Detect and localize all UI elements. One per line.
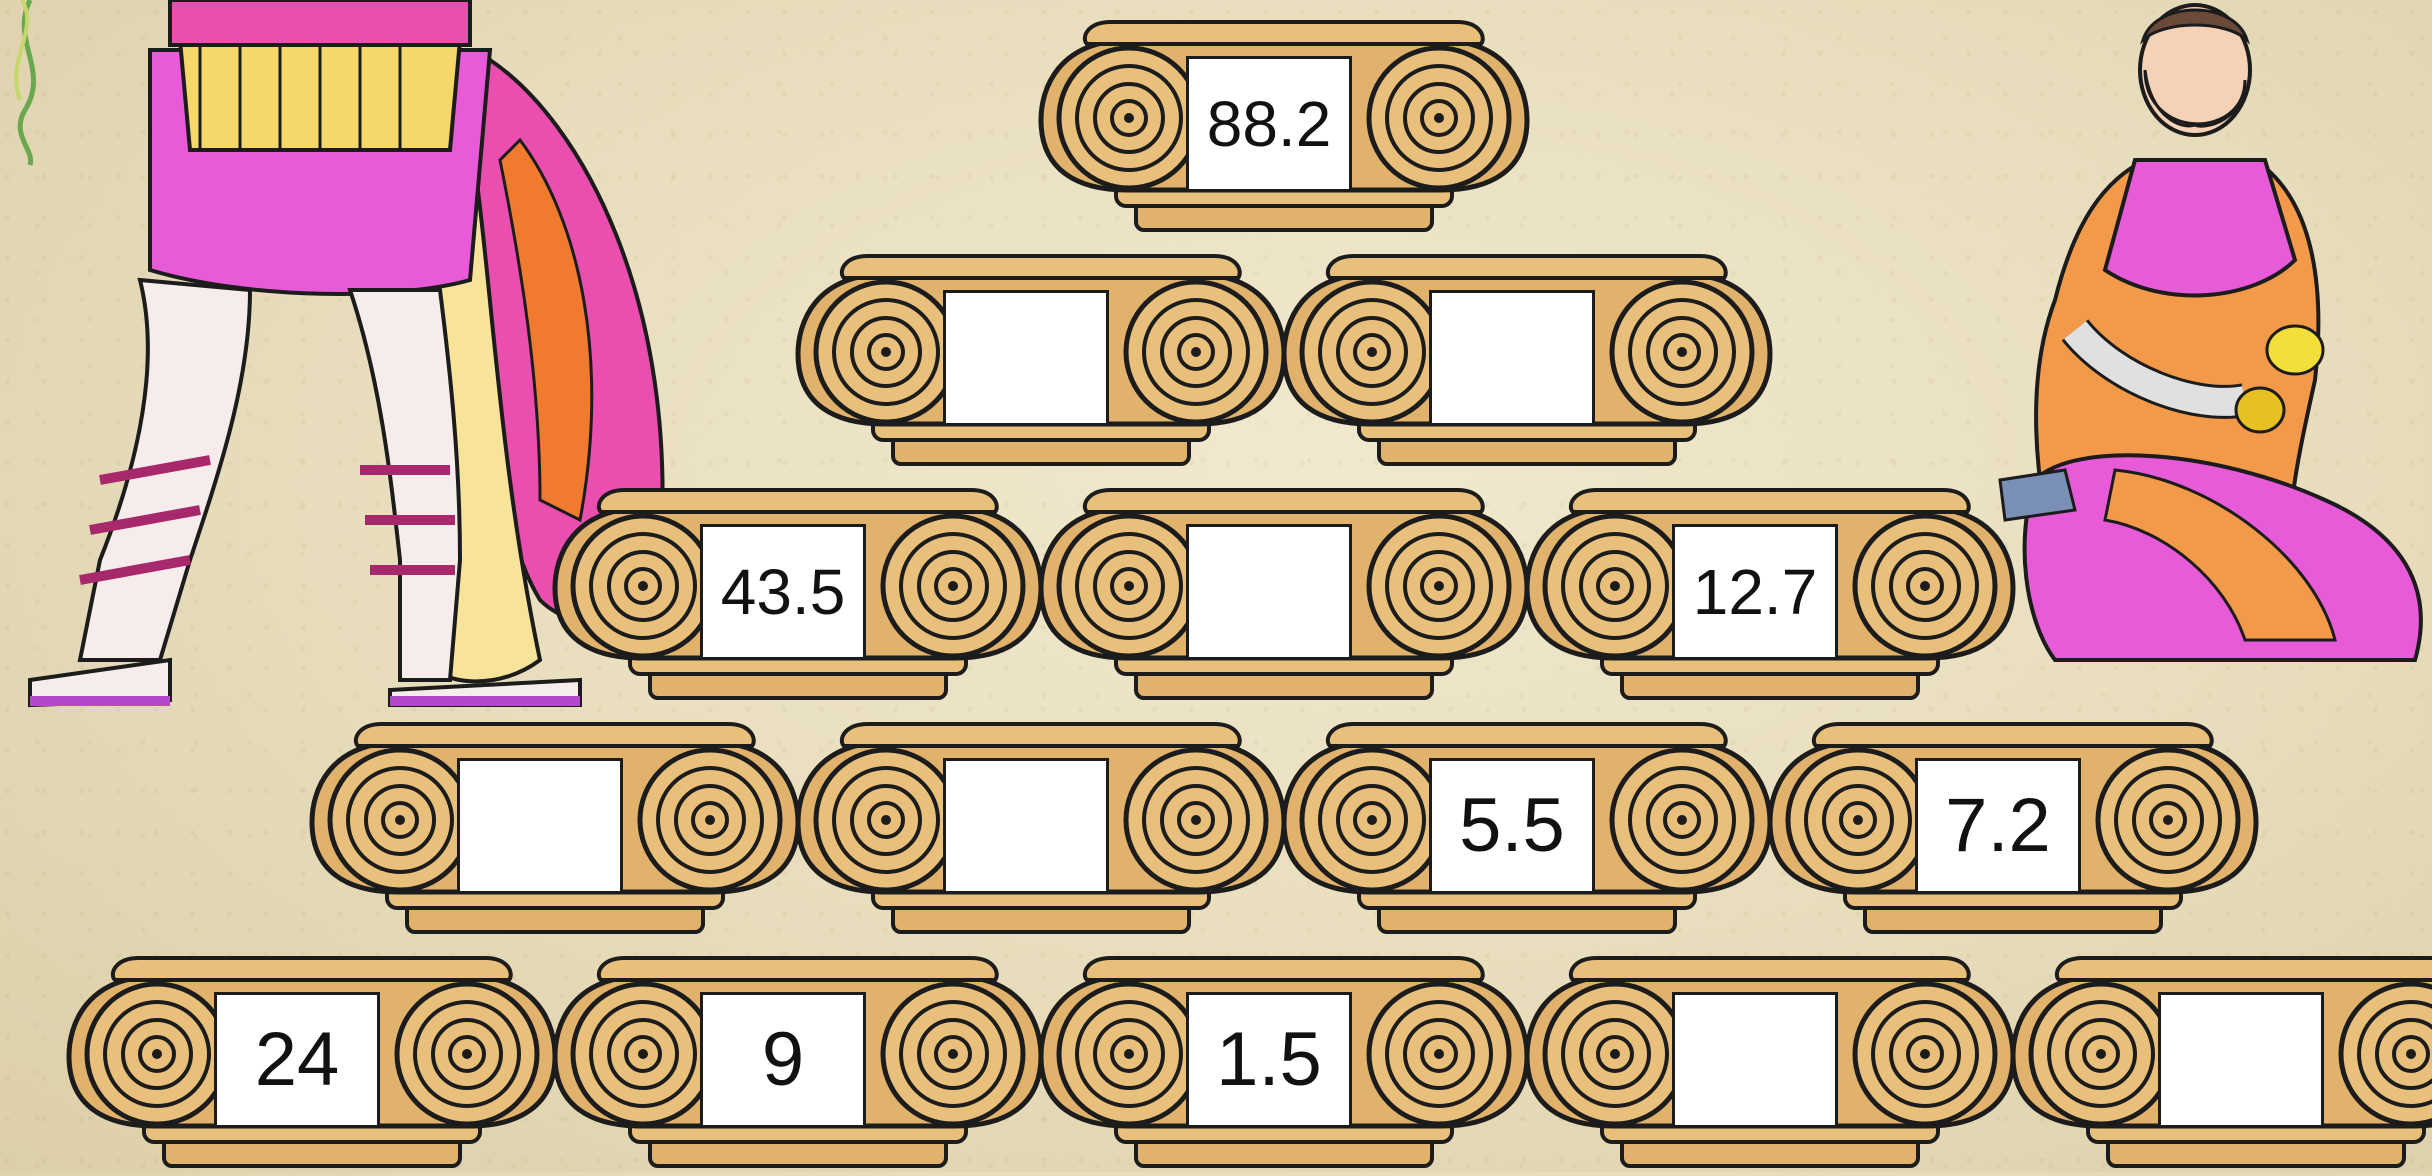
answer-box[interactable] — [1186, 524, 1352, 660]
pyramid-cell-r5-c5 — [2013, 936, 2432, 1176]
kneeling-man-illustration — [1995, 0, 2432, 680]
pyramid-cell-r5-c3: 1.5 — [1041, 936, 1527, 1176]
pyramid-cell-r4-c2 — [798, 702, 1284, 942]
answer-box[interactable]: 7.2 — [1915, 758, 2081, 894]
pyramid-cell-r5-c4 — [1527, 936, 2013, 1176]
answer-box[interactable] — [2158, 992, 2324, 1128]
answer-box[interactable]: 24 — [214, 992, 380, 1128]
answer-box[interactable]: 9 — [700, 992, 866, 1128]
answer-box[interactable] — [943, 758, 1109, 894]
answer-box[interactable]: 5.5 — [1429, 758, 1595, 894]
answer-box[interactable]: 43.5 — [700, 524, 866, 660]
pyramid-cell-r2-c1 — [798, 234, 1284, 474]
answer-box[interactable] — [457, 758, 623, 894]
pyramid-cell-r3-c1: 43.5 — [555, 468, 1041, 708]
pyramid-cell-r4-c1 — [312, 702, 798, 942]
pyramid-cell-r2-c2 — [1284, 234, 1770, 474]
pyramid-cell-r4-c4: 7.2 — [1770, 702, 2256, 942]
pyramid-cell-r3-c3: 12.7 — [1527, 468, 2013, 708]
answer-box[interactable] — [943, 290, 1109, 426]
answer-box[interactable]: 12.7 — [1672, 524, 1838, 660]
pyramid-cell-r4-c3: 5.5 — [1284, 702, 1770, 942]
pyramid-cell-r5-c2: 9 — [555, 936, 1041, 1176]
pyramid-cell-r1-c1: 88.2 — [1041, 0, 1527, 240]
answer-box[interactable]: 88.2 — [1186, 56, 1352, 192]
pyramid-cell-r3-c2 — [1041, 468, 1527, 708]
answer-box[interactable] — [1429, 290, 1595, 426]
answer-box[interactable] — [1672, 992, 1838, 1128]
answer-box[interactable]: 1.5 — [1186, 992, 1352, 1128]
pyramid-cell-r5-c1: 24 — [69, 936, 555, 1176]
